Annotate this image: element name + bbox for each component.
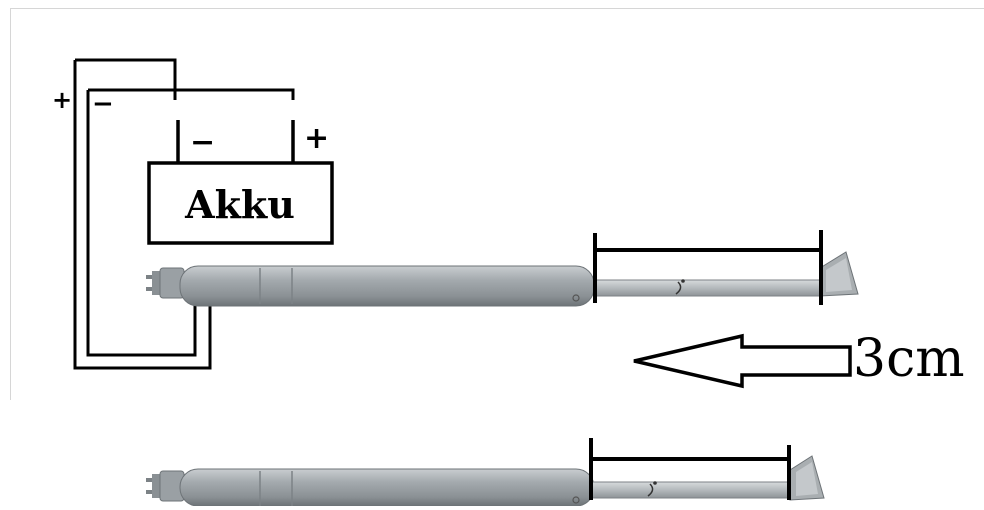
battery-box [147,161,334,245]
frame-top-line [10,8,984,9]
arrow-left-icon [633,333,852,389]
frame-left-line [10,8,11,400]
stroke-bracket-bottom [589,438,791,500]
retraction-label: 3cm [853,329,965,389]
battery-terminal-minus: − [190,125,215,160]
wire-minus-label: − [92,89,114,119]
battery-terminal-plus: + [304,121,329,156]
battery: − + Akku [147,120,334,245]
cable-outer [73,58,212,370]
cable-inner [86,88,295,357]
battery-label: Akku [184,182,295,227]
stroke-bracket-top [593,230,823,305]
actuator-bottom [146,455,825,507]
actuator-top [146,251,859,307]
wire-plus-label: + [52,86,72,114]
